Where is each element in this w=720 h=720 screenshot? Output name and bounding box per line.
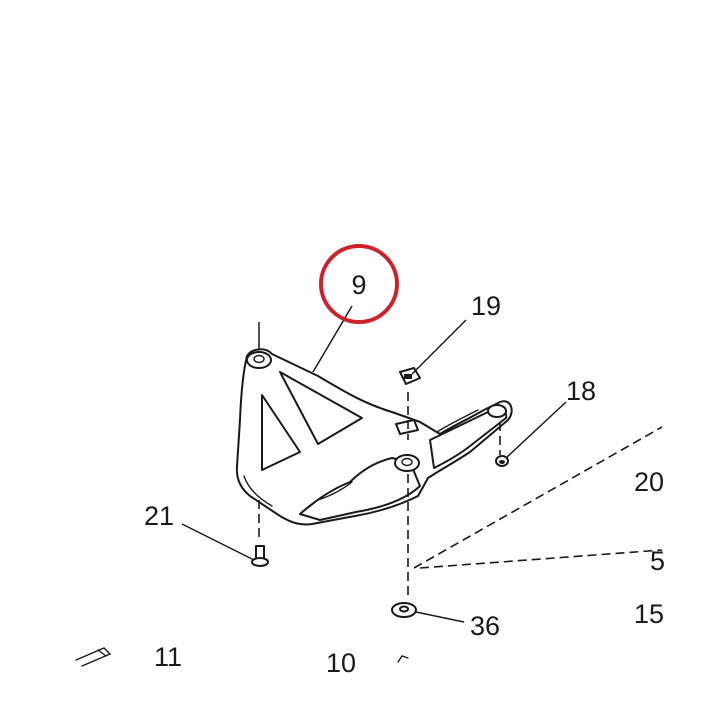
assembly-reference-lines	[413, 426, 663, 569]
nut-18[interactable]	[495, 455, 509, 467]
screw-21[interactable]	[251, 545, 269, 567]
callout-11[interactable]: 11	[154, 642, 182, 672]
callout-9[interactable]: 9	[351, 270, 366, 300]
callout-15[interactable]: 15	[634, 599, 664, 629]
highlight-circle	[319, 244, 399, 324]
mounting-axes	[258, 322, 501, 600]
washer-36[interactable]	[391, 602, 417, 618]
callout-18[interactable]: 18	[566, 376, 596, 406]
leader-lines	[181, 305, 567, 623]
callout-5[interactable]: 5	[650, 546, 665, 576]
callout-21[interactable]: 21	[144, 501, 174, 531]
callout-19[interactable]: 19	[471, 291, 501, 321]
callout-20[interactable]: 20	[634, 467, 664, 497]
callout-10[interactable]: 10	[326, 648, 356, 678]
callout-36[interactable]: 36	[470, 611, 500, 641]
partial-part-11	[75, 647, 112, 667]
clip-nut-19[interactable]	[399, 367, 421, 385]
partial-part-10	[397, 655, 409, 663]
bracket-part-9[interactable]	[235, 348, 513, 526]
